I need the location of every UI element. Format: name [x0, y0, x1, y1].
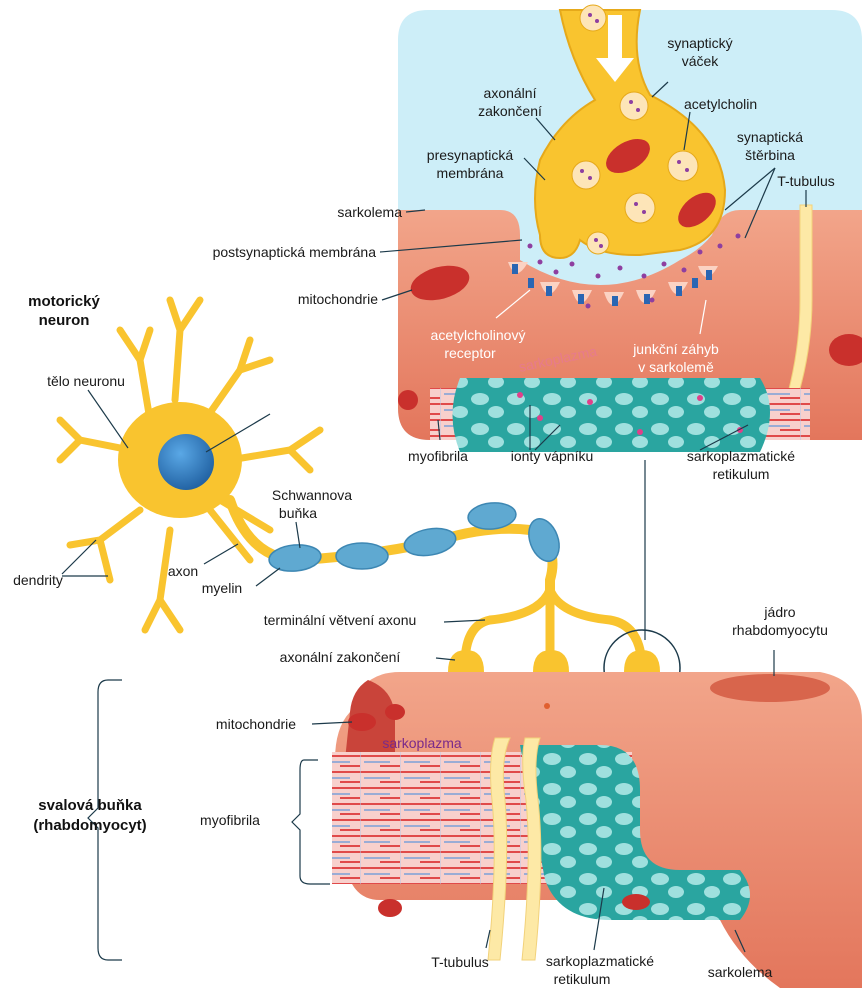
label-myelin: myelin: [202, 580, 242, 596]
label-sr-top-1: sarkoplazmatické: [687, 448, 795, 464]
label-schwann-cell-2: buňka: [279, 505, 317, 521]
label-sarcolemma-top: sarkolema: [337, 204, 402, 220]
label-synaptic-vesicle-2: váček: [682, 53, 720, 69]
label-junctional-fold-2: v sarkolemě: [638, 359, 714, 375]
label-axon-terminal-top-1: axonální: [484, 85, 537, 101]
label-motor-neuron-1: motorický: [28, 293, 100, 310]
label-junctional-fold-1: junkční záhyb: [632, 341, 719, 357]
label-sarcoplasm-bottom: sarkoplazma: [382, 735, 462, 751]
label-synaptic-cleft-1: synaptická: [737, 129, 803, 145]
label-acetylcholine: acetylcholin: [684, 96, 757, 112]
label-myofibril-bottom: myofibrila: [200, 812, 260, 828]
muscle-mito-2: [385, 704, 405, 720]
label-sr-bottom-2: retikulum: [554, 971, 611, 987]
label-terminal-branching: terminální větvení axonu: [264, 612, 417, 628]
sr-top: [453, 378, 771, 452]
label-nucleus-rhabdo-2: rhabdomyocytu: [732, 622, 828, 638]
label-cell-body: tělo neuronu: [47, 373, 125, 389]
neuron-nucleus: [158, 434, 214, 490]
label-nucleus-rhabdo-1: jádro: [763, 604, 795, 620]
label-sr-top-2: retikulum: [713, 466, 770, 482]
rhabdomyocyte-nucleus: [710, 674, 830, 702]
label-axon: axon: [168, 563, 198, 579]
label-synaptic-cleft-2: štěrbina: [745, 147, 795, 163]
label-muscle-cell-1: svalová buňka: [38, 797, 142, 814]
label-calcium-ions: ionty vápníku: [511, 448, 594, 464]
label-presynaptic-membrane-1: presynaptická: [427, 147, 514, 163]
label-ach-receptor-1: acetylcholinový: [431, 327, 526, 343]
label-sr-bottom-1: sarkoplazmatické: [546, 953, 654, 969]
muscle-mito-4: [622, 894, 650, 910]
label-sarcolemma-bottom: sarkolema: [708, 964, 773, 980]
label-muscle-cell-2: (rhabdomyocyt): [33, 817, 146, 834]
label-axon-terminal-top-2: zakončení: [478, 103, 542, 119]
label-mitochondria-top: mitochondrie: [298, 291, 378, 307]
synapse-inset: [398, 5, 862, 452]
label-schwann-cell-1: Schwannova: [272, 487, 352, 503]
label-ach-receptor-2: receptor: [444, 345, 496, 361]
label-presynaptic-membrane-2: membrána: [437, 165, 504, 181]
label-myofibril-top: myofibrila: [408, 448, 468, 464]
label-dendrites: dendrity: [13, 572, 63, 588]
muscle-mitochondrion-left: [398, 390, 418, 410]
myofibril-brace: [292, 760, 330, 884]
terminal-boutons: [448, 650, 660, 672]
label-t-tubule-top: T-tubulus: [777, 173, 835, 189]
label-synaptic-vesicle-1: synaptický: [667, 35, 732, 51]
label-axon-terminal-bottom: axonální zakončení: [280, 649, 401, 665]
muscle-mito-1: [348, 713, 376, 731]
label-postsynaptic-membrane: postsynaptická membrána: [213, 244, 377, 260]
label-motor-neuron-2: neuron: [39, 312, 90, 329]
label-t-tubule-bottom: T-tubulus: [431, 954, 489, 970]
muscle-cell: [332, 672, 862, 988]
label-mitochondria-bottom: mitochondrie: [216, 716, 296, 732]
muscle-mito-3: [378, 899, 402, 917]
